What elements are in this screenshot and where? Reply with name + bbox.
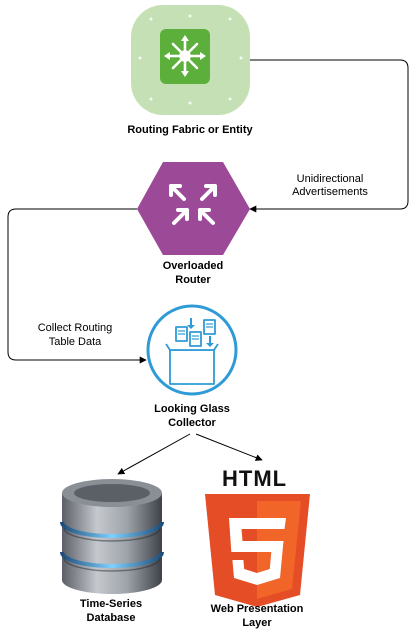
database-icon — [60, 479, 164, 594]
edge-label-collect-line2: Table Data — [48, 336, 102, 348]
html5-logo-text: HTML — [222, 466, 288, 491]
fabric-label: Routing Fabric or Entity — [127, 124, 253, 136]
web-label-line2: Layer — [242, 617, 272, 629]
edge-label-advertisements-line1: Unidirectional — [296, 173, 364, 185]
edge-router-to-collector — [7, 208, 147, 364]
edge-collector-to-web — [195, 433, 263, 461]
collector-label-line2: Collector — [168, 417, 216, 429]
database-label-line2: Database — [86, 612, 136, 624]
edge-label-advertisements-line2: Advertisements — [292, 186, 368, 198]
collector-icon — [146, 304, 238, 396]
routing-fabric-icon — [131, 5, 250, 115]
html5-icon — [205, 494, 310, 607]
edge-fabric-to-router — [249, 59, 409, 213]
router-label-line1: Overloaded — [162, 260, 224, 272]
edge-label-collect-line1: Collect Routing — [37, 322, 113, 334]
web-label-line1: Web Presentation — [210, 603, 304, 615]
edge-collector-to-database — [117, 433, 191, 475]
router-icon — [137, 162, 250, 255]
collector-label-line1: Looking Glass — [154, 403, 230, 415]
database-label-line1: Time-Series — [79, 598, 143, 610]
router-label-line2: Router — [175, 274, 211, 286]
